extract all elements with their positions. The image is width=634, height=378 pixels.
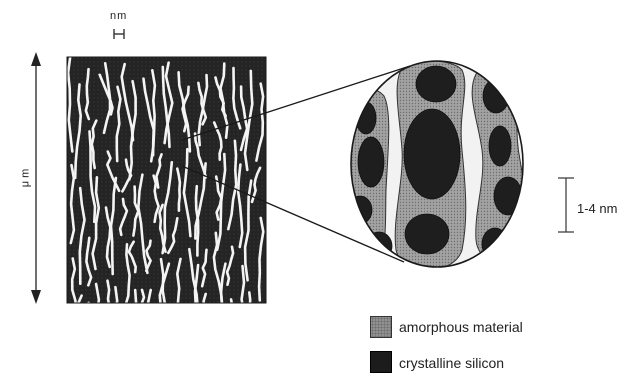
legend-swatch-crystalline [370,351,392,373]
magnified-view [340,50,540,280]
filament-strand [231,299,241,378]
filament-strand [83,303,88,338]
legend-label-amorphous: amorphous material [399,319,523,335]
nm-range-scale-bar [558,178,574,232]
legend-label-crystalline: crystalline silicon [399,355,504,371]
height-double-arrow [31,52,41,304]
nm-range-label: 1-4 nm [577,201,617,216]
legend-swatch-amorphous [370,316,392,338]
filament-texture-block [67,57,266,378]
